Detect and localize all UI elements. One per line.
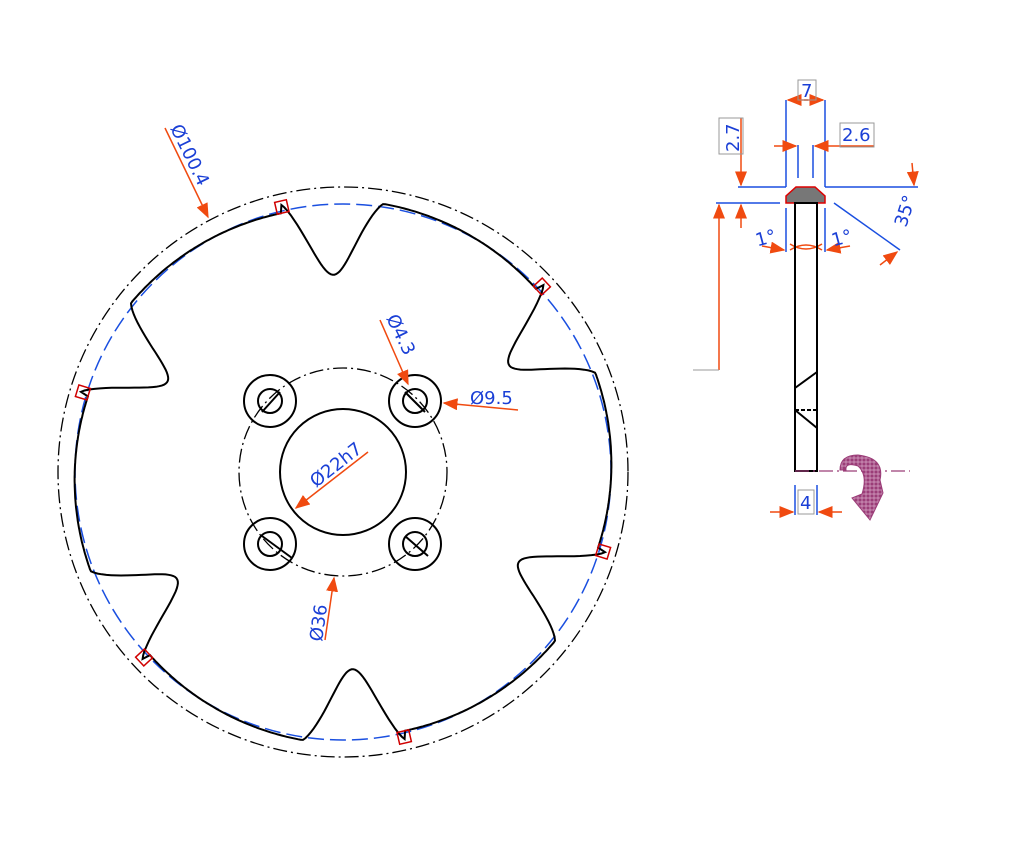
- blade-tip-section: [785, 186, 826, 204]
- outer-centerline-circle: [57, 186, 629, 758]
- front-view: Ø100.4 Ø4.3 Ø9.5 Ø22h7 Ø36: [57, 121, 629, 758]
- rotation-arrow-icon: [839, 454, 884, 521]
- dim-bolt-circle: Ø36: [306, 603, 332, 643]
- side-view: 7 2.6 2.7 1° 1° 35°: [693, 79, 921, 521]
- dim-tip-width: 2.6: [842, 125, 871, 146]
- dim-bore: Ø22h7: [306, 438, 366, 491]
- notch-marker: [273, 198, 290, 216]
- dim-height-top: 2.7: [723, 123, 744, 152]
- notch-markers: [74, 198, 612, 746]
- notch-marker: [594, 543, 612, 560]
- center-bore: [279, 408, 407, 536]
- blade-outline: [73, 202, 613, 742]
- dim-thickness: 4: [800, 493, 811, 514]
- notch-marker: [532, 276, 552, 297]
- dim-width-top: 7: [801, 81, 812, 102]
- dim-counterbore: Ø9.5: [470, 388, 513, 409]
- dim-angle-right: 1°: [829, 226, 854, 252]
- dim-bevel-angle: 35°: [891, 193, 921, 230]
- blade-body-section: [794, 202, 818, 472]
- notch-marker: [396, 728, 413, 746]
- bolt-circle: [238, 367, 448, 577]
- dim-angle-left: 1°: [753, 226, 778, 252]
- notch-marker: [134, 647, 154, 668]
- bolt-holes: [243, 374, 442, 571]
- dim-outer-diameter: Ø100.4: [166, 121, 214, 189]
- notch-marker: [74, 384, 92, 401]
